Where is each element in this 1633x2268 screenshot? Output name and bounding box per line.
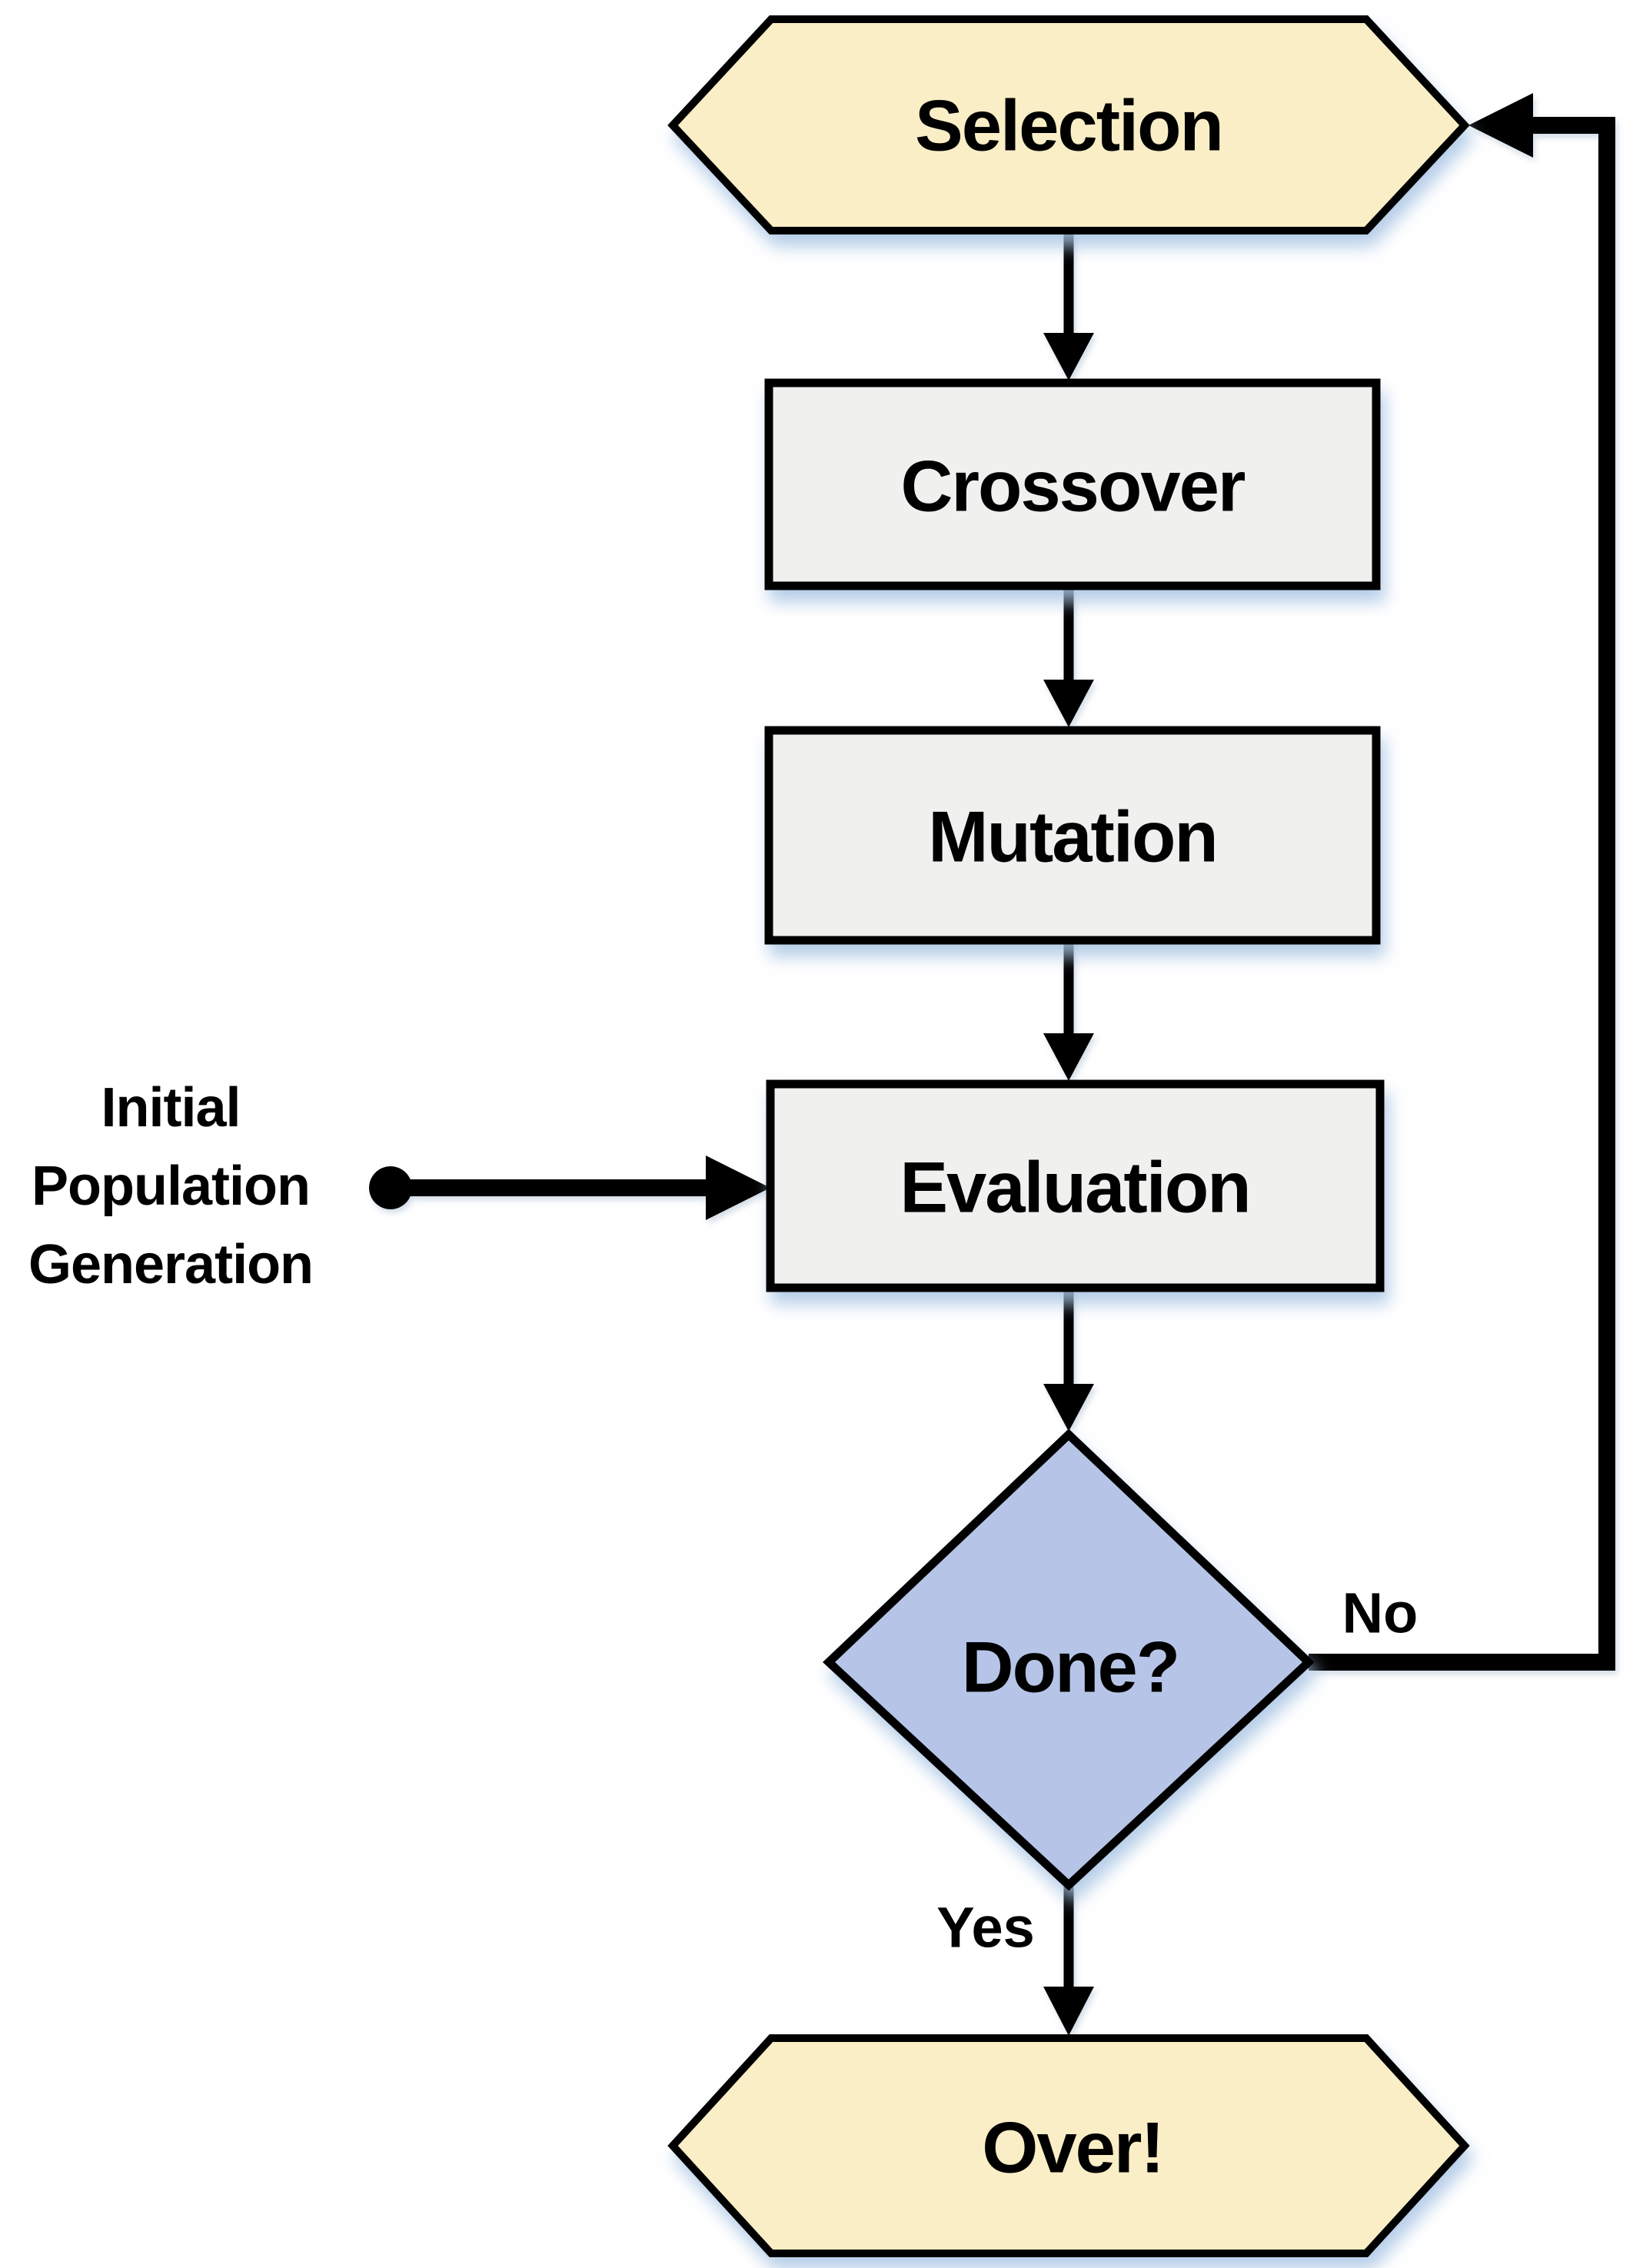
- node-selection: Selection: [667, 15, 1470, 234]
- mutation-label: Mutation: [928, 796, 1217, 877]
- arrowhead-right-icon: [706, 1156, 770, 1220]
- crossover-label: Crossover: [901, 446, 1246, 527]
- arrow-initial-population-to-evaluation: [369, 1156, 770, 1220]
- arrowhead-down-icon: [1043, 1987, 1094, 2036]
- arrowhead-down-icon: [1043, 1384, 1094, 1432]
- mutation-rect-shape: [764, 726, 1381, 945]
- arrow-done-to-over-yes: [1043, 1885, 1094, 2036]
- node-done: Done?: [822, 1428, 1315, 1891]
- side-label-line-3: Generation: [28, 1234, 313, 1295]
- done-label: Done?: [962, 1627, 1179, 1708]
- side-label-line-2: Population: [32, 1156, 310, 1217]
- node-evaluation: Evaluation: [766, 1079, 1385, 1292]
- arrowhead-down-icon: [1043, 1033, 1094, 1081]
- arrow-mutation-to-evaluation: [1043, 940, 1094, 1081]
- selection-hexagon-shape: [667, 15, 1470, 234]
- connectors: [369, 93, 1615, 2036]
- arrowhead-down-icon: [1043, 333, 1094, 381]
- node-mutation: Mutation: [764, 726, 1381, 945]
- side-label-line-1: Initial: [101, 1077, 240, 1139]
- node-crossover: Crossover: [764, 378, 1381, 590]
- evaluation-rect-shape: [766, 1079, 1385, 1292]
- yes-edge-label: Yes: [936, 1896, 1035, 1960]
- no-edge-label: No: [1342, 1581, 1418, 1645]
- arrowhead-left-icon: [1468, 93, 1533, 158]
- initial-population-generation-label: Initial Population Generation: [28, 1077, 314, 1295]
- selection-label: Selection: [915, 85, 1222, 166]
- arrow-selection-to-crossover: [1043, 231, 1094, 381]
- over-hexagon-shape: [667, 2034, 1470, 2257]
- node-over: Over!: [667, 2034, 1470, 2257]
- crossover-rect-shape: [764, 378, 1381, 590]
- arrow-crossover-to-mutation: [1043, 586, 1094, 727]
- arrow-done-to-selection-no-loop: [1309, 93, 1615, 1671]
- over-label: Over!: [982, 2107, 1163, 2188]
- done-diamond-shape: [822, 1428, 1315, 1891]
- no-loop-line: [1309, 117, 1615, 1671]
- arrowhead-down-icon: [1043, 680, 1094, 727]
- evaluation-label: Evaluation: [900, 1147, 1249, 1228]
- arrow-evaluation-to-done: [1043, 1288, 1094, 1432]
